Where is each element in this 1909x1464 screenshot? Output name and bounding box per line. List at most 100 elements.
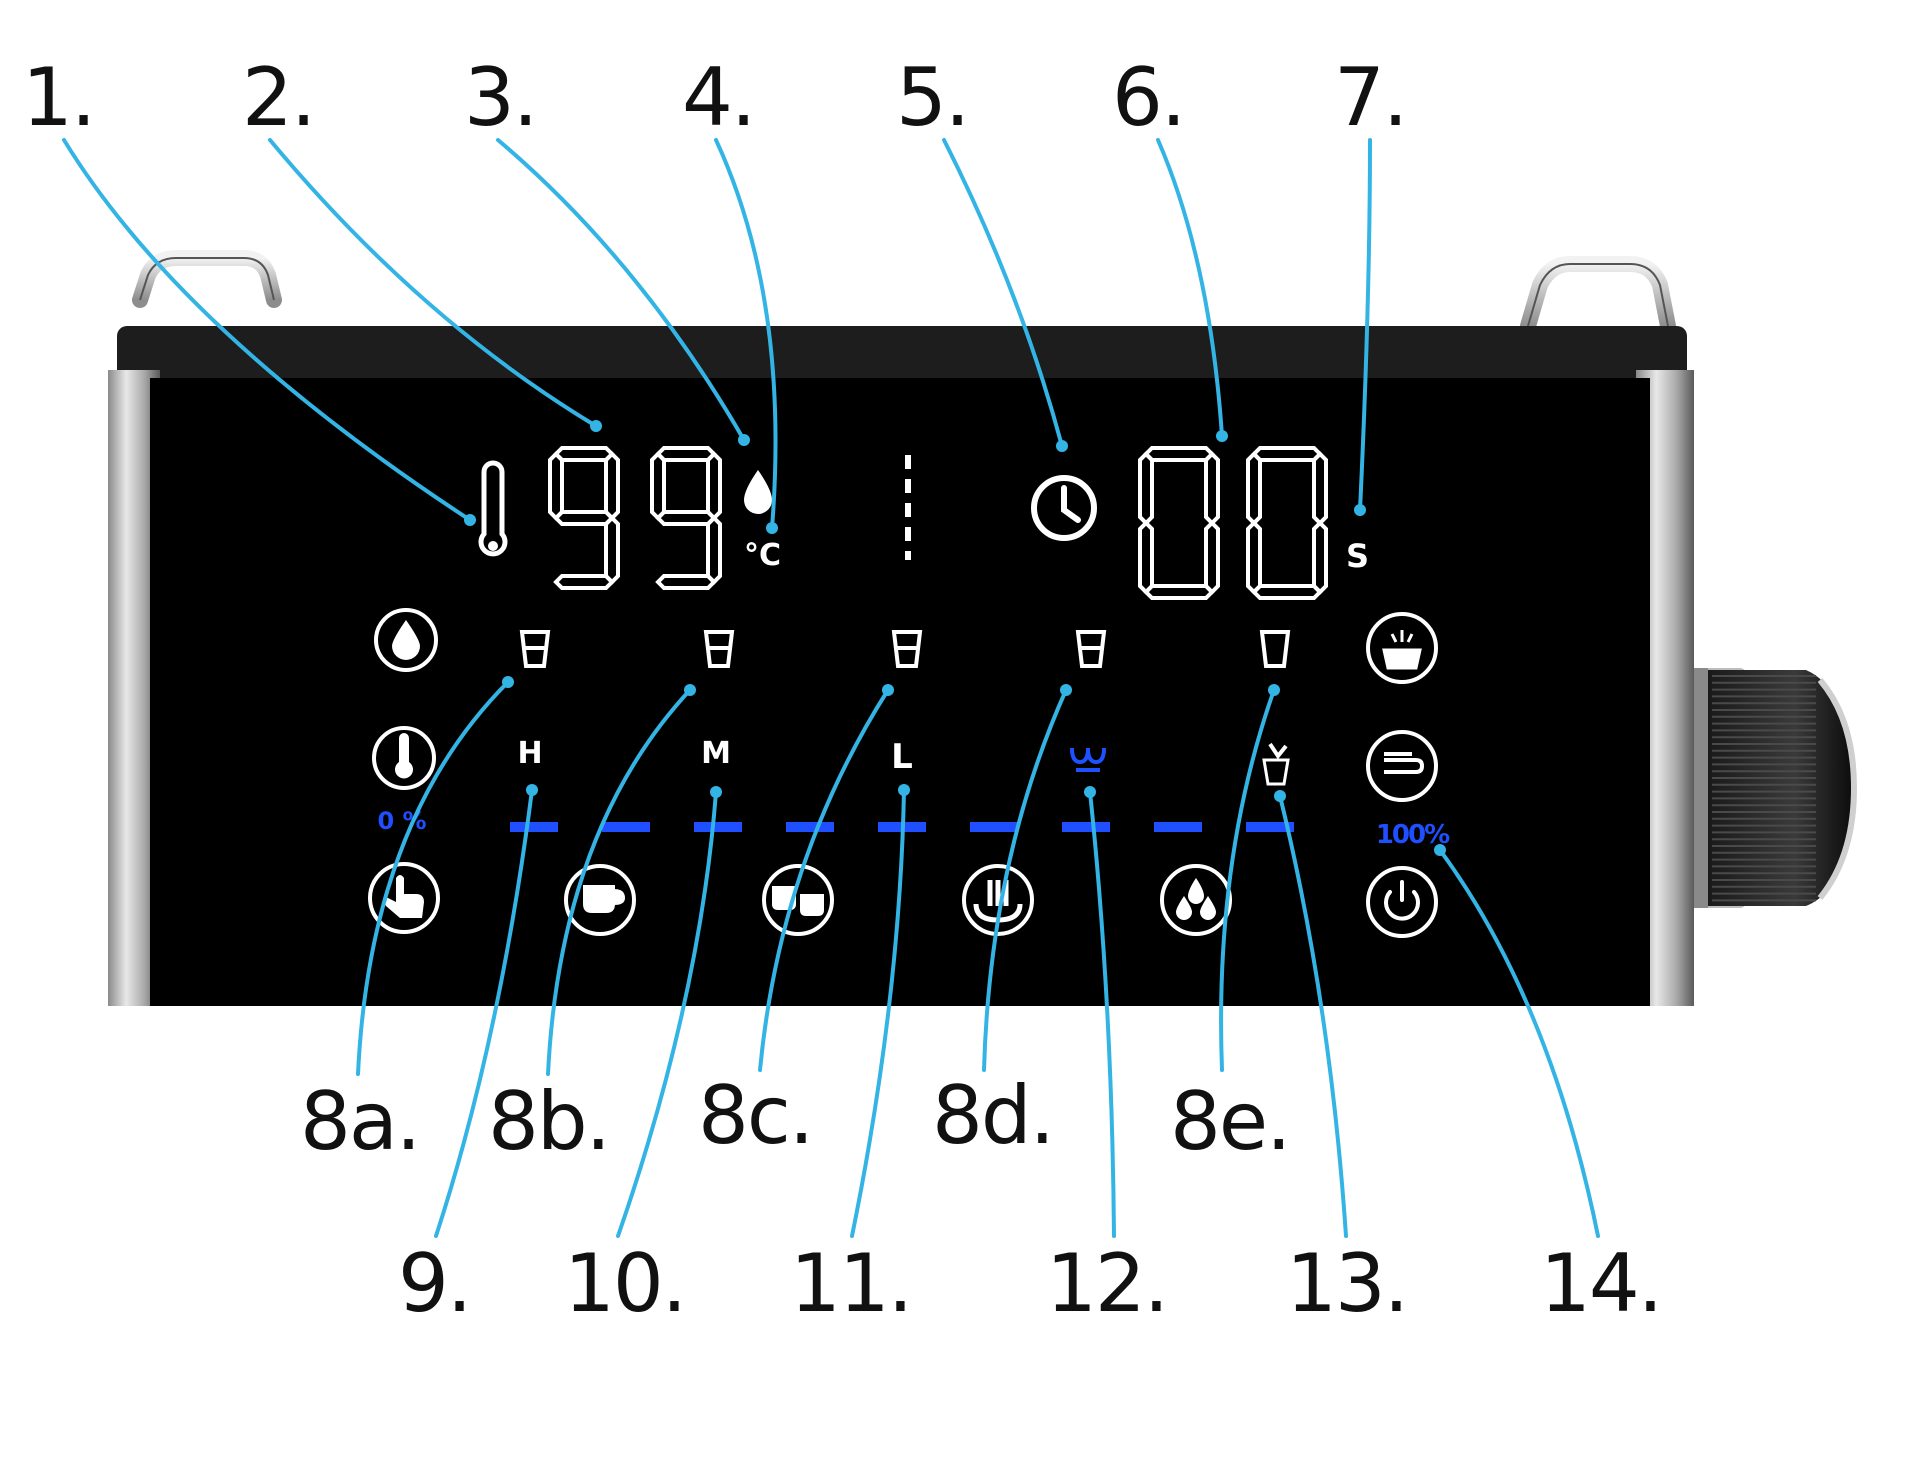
filter-icon [1384,752,1425,774]
cup-indicator-8b [703,630,735,668]
water-level-dash [970,822,1018,832]
water-button[interactable] [374,608,438,672]
leader-arrowhead [1354,504,1366,516]
leader-arrowhead [1274,790,1286,802]
power-button[interactable] [1366,866,1438,938]
left-button-column [368,608,440,934]
rinse-drops-icon [1176,878,1216,920]
leader-arrowhead [1056,440,1068,452]
manual-button[interactable] [368,862,440,934]
callout-9: 9. [398,1237,472,1330]
leader-arrowhead [1434,844,1446,856]
water-level-dash [1246,822,1294,832]
leader-line [1156,138,1224,438]
cup-indicator-8d [1075,630,1107,668]
callout-14: 14. [1540,1237,1663,1330]
callout-12: 12. [1046,1237,1169,1330]
water-drop-indicator-icon [744,470,772,514]
thermometer-display-icon [478,460,508,557]
water-drop-icon [392,620,420,660]
leader-line [62,138,472,522]
leader-arrowhead [738,434,750,446]
rotary-knob[interactable] [1694,668,1858,908]
temperature-unit: °C [744,538,781,573]
cup-indicator-8a [519,630,551,668]
water-level-dash [786,822,834,832]
callout-4: 4. [682,51,756,144]
water-level-dash [510,822,558,832]
leader-arrowhead [882,684,894,696]
callout-11: 11. [790,1237,913,1330]
callout-8e: 8e. [1170,1075,1292,1168]
water-level-dash [1062,822,1110,832]
callout-6: 6. [1112,51,1186,144]
descale-icon [1382,630,1422,670]
leader-line [714,138,778,530]
panel-top-rim [117,326,1687,382]
callout-13: 13. [1286,1237,1409,1330]
single-coffee-button[interactable] [564,864,636,936]
leader-arrowhead [1216,430,1228,442]
power-icon [1384,880,1420,921]
double-coffee-button[interactable] [762,864,834,936]
level-high-label: H [517,736,542,771]
callout-10: 10. [564,1237,687,1330]
bottom-button-row [564,864,1232,936]
leader-line [942,138,1064,448]
leader-arrowhead [684,684,696,696]
time-unit: S [1346,537,1369,575]
cup-indicator-8e [1259,630,1291,668]
callout-8a: 8a. [300,1075,421,1168]
leader-line [356,680,510,1076]
callout-5: 5. [896,51,970,144]
descale-button[interactable] [1366,612,1438,684]
single-cup-icon [583,885,626,913]
leader-arrowhead [590,420,602,432]
leader-arrowhead [1268,684,1280,696]
time-digits [1138,446,1328,600]
leader-arrowhead [502,676,514,688]
callout-1: 1. [22,51,96,144]
leader-line [982,688,1068,1072]
heating-coil-icon [1070,747,1106,772]
callout-3: 3. [464,51,538,144]
callout-8c: 8c. [698,1069,814,1162]
water-level-dash [694,822,742,832]
cup-indicator-8c [891,630,923,668]
level-medium-label: M [701,736,731,771]
temperature-button[interactable] [372,726,436,790]
leader-line [758,688,890,1072]
callout-8b: 8b. [488,1075,611,1168]
rinse-button[interactable] [1160,864,1232,936]
leader-line [546,688,692,1076]
leader-line [496,138,746,442]
thermometer-icon [395,733,414,779]
cup-level-indicators [519,630,1291,668]
double-cup-icon [772,886,824,916]
leader-line [1358,138,1372,512]
leader-arrowhead [710,786,722,798]
leader-arrowhead [766,522,778,534]
leader-line [1088,790,1116,1238]
leader-arrowhead [526,784,538,796]
callout-7: 7. [1334,51,1408,144]
leader-arrowhead [1084,786,1096,798]
callout-2: 2. [242,51,316,144]
leader-arrowhead [1060,684,1072,696]
level-low-label: L [891,737,913,777]
filter-cup-icon [1262,742,1290,786]
leader-line [1438,848,1600,1238]
top-handle-left [132,250,282,308]
callout-leader-lines [62,138,1600,1238]
right-button-column [1366,612,1438,938]
leader-line [434,788,534,1238]
leader-line [268,138,598,428]
leader-line [850,788,906,1238]
hand-press-icon [384,875,424,918]
filter-button[interactable] [1366,730,1438,802]
temperature-digits [548,446,722,590]
top-handle-right [1520,256,1676,334]
callout-8d: 8d. [932,1069,1055,1162]
leader-arrowhead [464,514,476,526]
